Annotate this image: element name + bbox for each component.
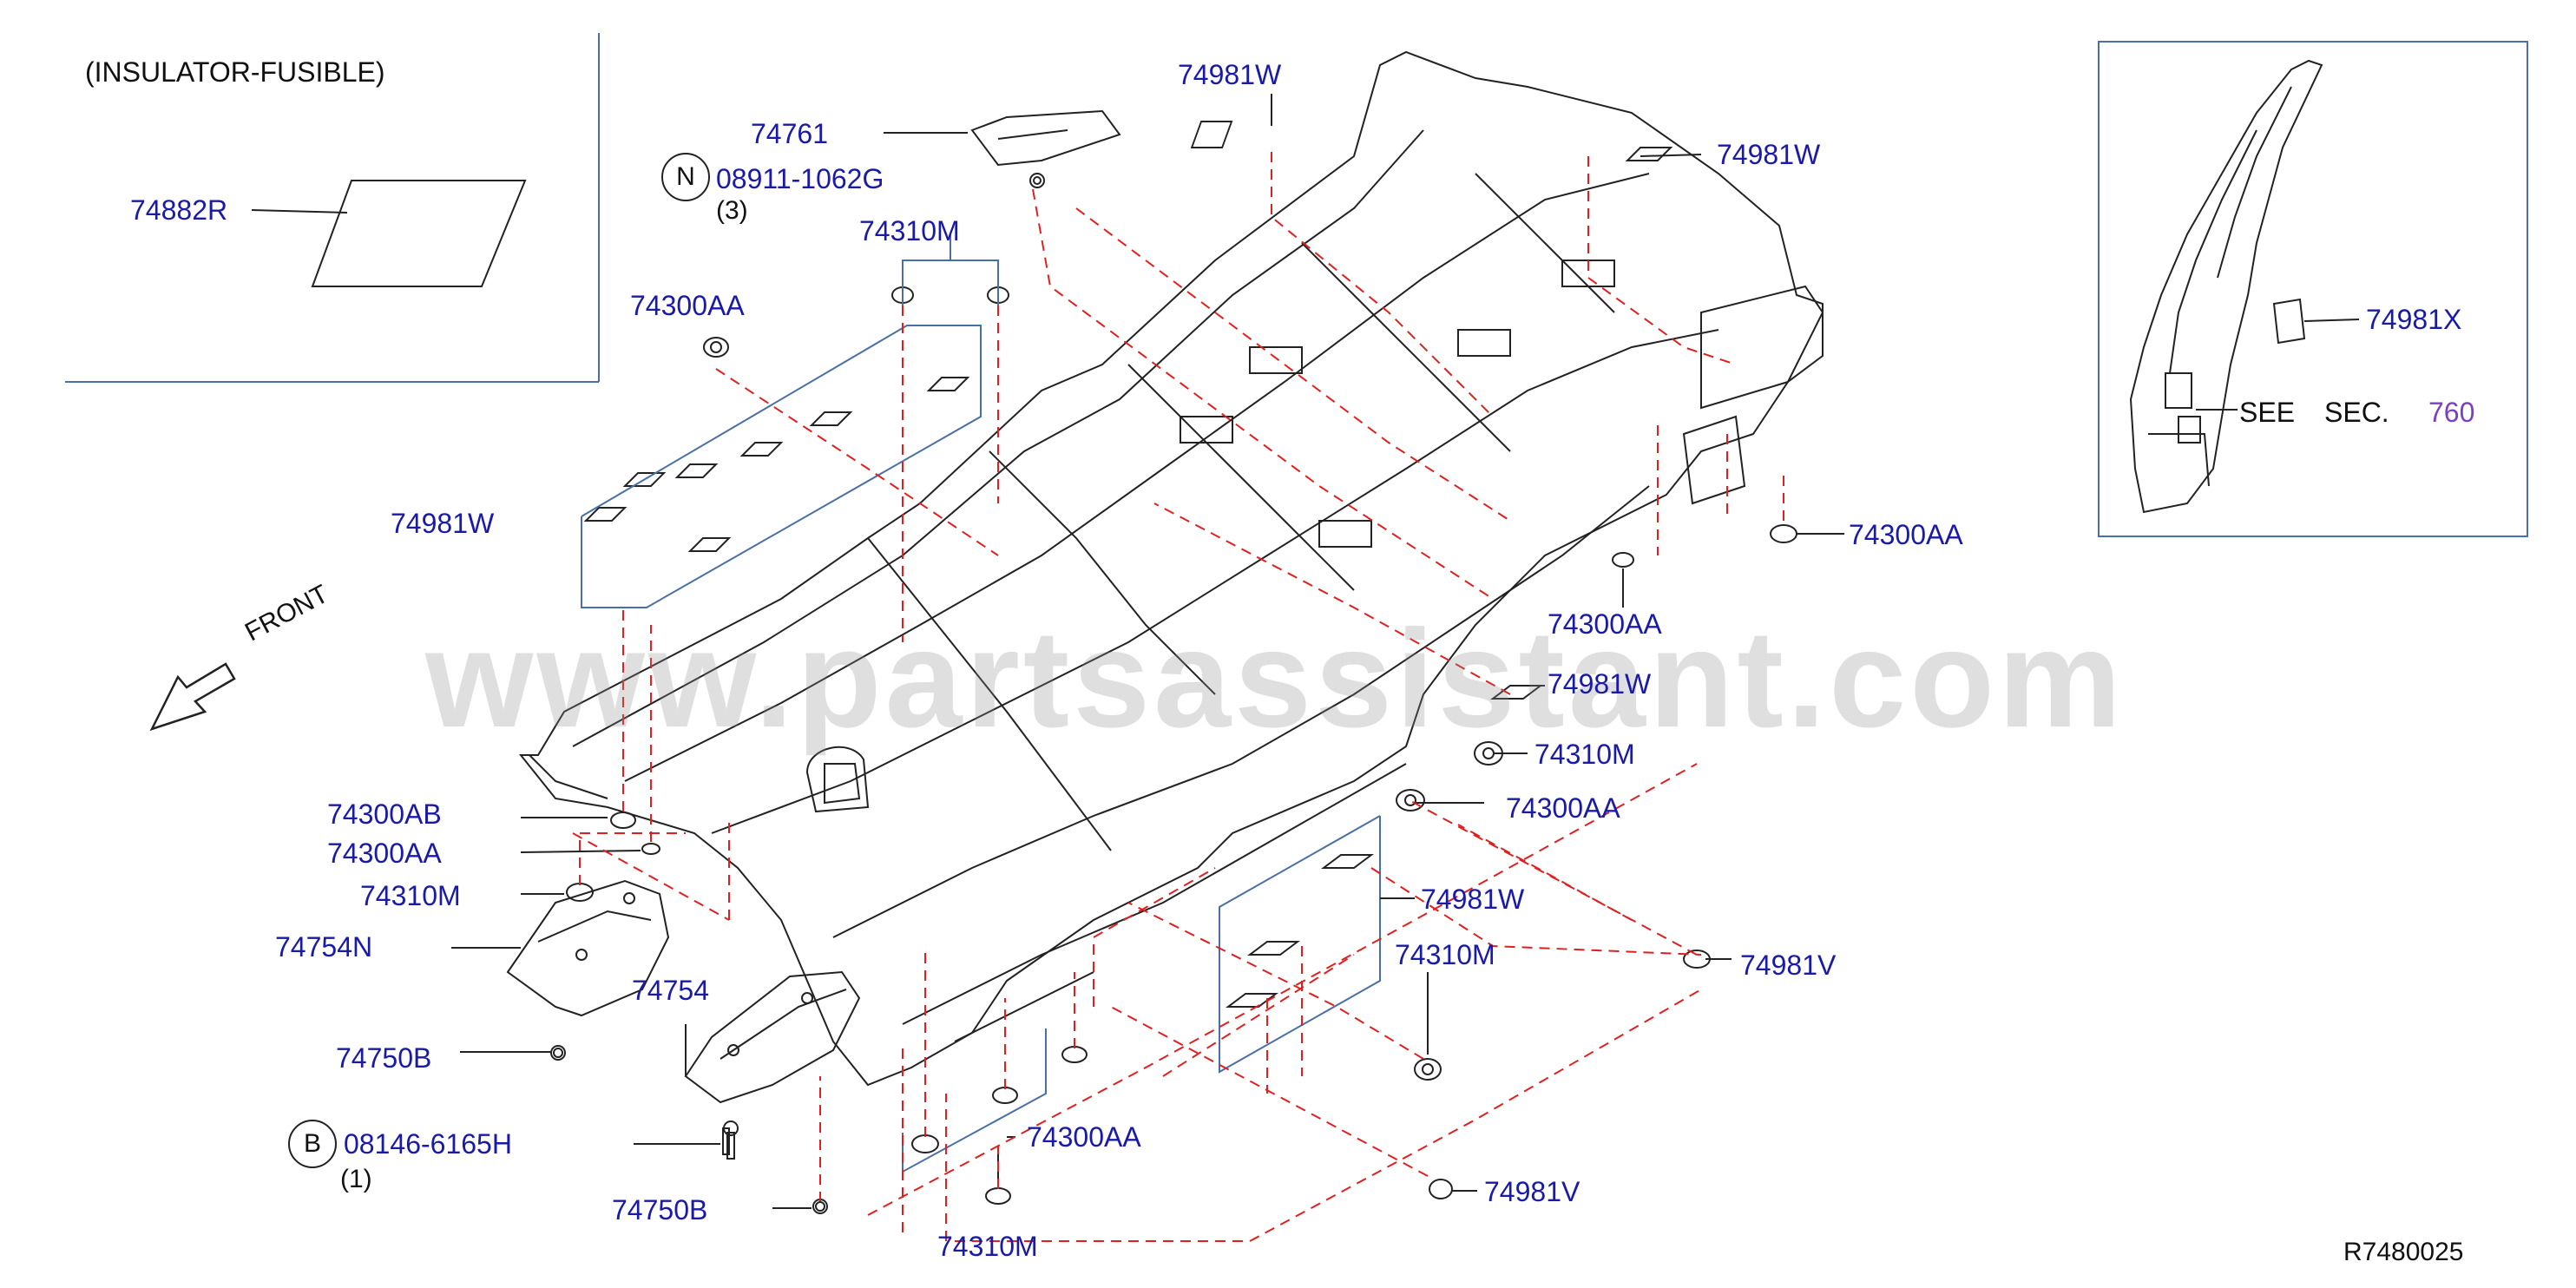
- callout-74310m-left[interactable]: 74310M: [360, 880, 461, 911]
- insulator-inset-title: (INSULATOR-FUSIBLE): [85, 56, 385, 88]
- callout-74981v-bottom[interactable]: 74981V: [1484, 1176, 1580, 1207]
- callout-74300aa-right[interactable]: 74300AA: [1849, 519, 1963, 550]
- qty-08911: (3): [716, 196, 748, 225]
- insulator-leader: [251, 209, 348, 214]
- callout-74981w-left[interactable]: 74981W: [391, 508, 495, 539]
- qty-08146: (1): [340, 1165, 372, 1193]
- callout-74981w-lower-right[interactable]: 74981W: [1421, 884, 1525, 915]
- callout-74981v-right[interactable]: 74981V: [1740, 950, 1837, 981]
- callout-74300ab[interactable]: 74300AB: [327, 798, 442, 830]
- callout-74300aa-bottom[interactable]: 74300AA: [1027, 1121, 1141, 1153]
- n-symbol: N: [661, 153, 710, 201]
- solid-leaders: [451, 94, 1844, 1209]
- section-link-760[interactable]: 760: [2428, 397, 2475, 428]
- callout-74981w-top[interactable]: 74981W: [1178, 59, 1282, 90]
- heat-insulator-74754n-drawing: [506, 879, 670, 1017]
- callout-74750b-2[interactable]: 74750B: [612, 1194, 708, 1226]
- callout-74300aa-top-left[interactable]: 74300AA: [630, 290, 745, 321]
- fastener-symbols: [553, 176, 1042, 1212]
- callout-74310m-bottom[interactable]: 74310M: [937, 1231, 1038, 1262]
- callout-74981w-top-right[interactable]: 74981W: [1717, 139, 1821, 170]
- b-symbol: B: [288, 1120, 337, 1168]
- callout-74750b-1[interactable]: 74750B: [336, 1042, 432, 1074]
- pillar-drawing: [2129, 59, 2323, 514]
- callout-74761[interactable]: 74761: [751, 118, 828, 149]
- group-brackets: [581, 234, 1381, 1173]
- callout-08146-6165h[interactable]: 08146-6165H: [344, 1128, 512, 1160]
- sec-label: SEC.: [2324, 397, 2389, 428]
- callout-74310m-top[interactable]: 74310M: [859, 215, 960, 246]
- heat-shield-74761-drawing: [970, 109, 1121, 167]
- front-direction-arrow: [149, 662, 236, 732]
- diagram-code: R7480025: [2343, 1238, 2464, 1266]
- callout-74981x[interactable]: 74981X: [2366, 304, 2462, 335]
- callout-74754n[interactable]: 74754N: [275, 931, 373, 963]
- callout-74882r[interactable]: 74882R: [130, 194, 228, 226]
- insulator-pad-shape: [311, 180, 527, 287]
- callout-74754[interactable]: 74754: [632, 975, 709, 1006]
- pillar-74981x-leader: [2303, 319, 2360, 322]
- callout-74300aa-left[interactable]: 74300AA: [327, 838, 442, 869]
- callout-74981w-mid-right[interactable]: 74981W: [1548, 668, 1652, 700]
- pillar-inset-frame: [2098, 41, 2528, 537]
- floor-body-drawing: [518, 50, 1824, 1087]
- callout-74300aa-mid-right[interactable]: 74300AA: [1548, 608, 1662, 640]
- insulator-inset-frame: [65, 33, 600, 383]
- heat-insulator-74754-drawing: [684, 970, 861, 1104]
- callout-08911-1062g[interactable]: 08911-1062G: [716, 163, 884, 194]
- watermark: www.partsassistant.com: [425, 601, 2126, 756]
- callout-74300aa-right2[interactable]: 74300AA: [1506, 792, 1620, 824]
- callout-74310m-lower-right[interactable]: 74310M: [1395, 939, 1495, 970]
- dashed-leaders: [572, 152, 1784, 1242]
- callout-74310m-mid-right[interactable]: 74310M: [1534, 739, 1635, 770]
- see-label: SEE: [2239, 397, 2296, 428]
